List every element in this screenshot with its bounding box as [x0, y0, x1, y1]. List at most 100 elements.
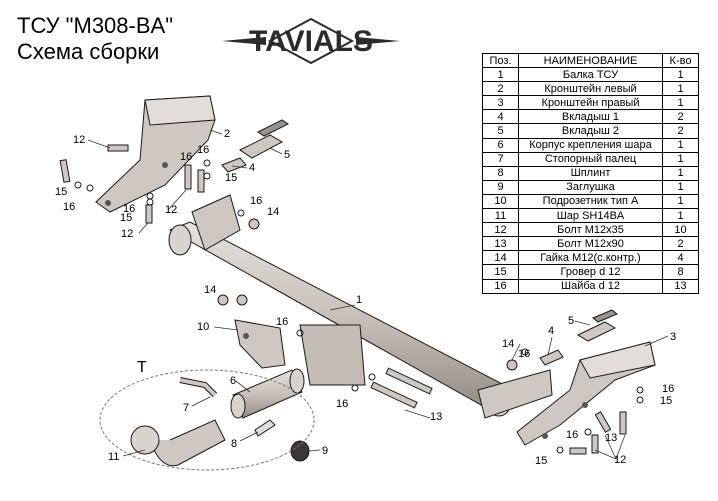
plug-part: [290, 440, 310, 462]
locking-pin-part: [179, 377, 218, 398]
callout-16e: 16: [276, 316, 288, 328]
callout-1: 1: [356, 294, 362, 306]
callout-6: 6: [230, 375, 236, 387]
table-header-row: Поз. НАИМЕНОВАНИЕ К-во: [482, 52, 699, 69]
socket-bracket-part: [234, 319, 286, 369]
cell-name: Шар SH14BA: [518, 208, 663, 224]
logo-text: TAVIALS: [249, 25, 373, 58]
cell-name: Вкладыш 2: [518, 123, 663, 139]
cell-qty: 1: [662, 67, 699, 83]
cotter-pin-part: [254, 419, 276, 437]
cell-pos: 15: [482, 264, 519, 280]
tavials-logo: TAVIALS: [222, 17, 400, 65]
callout-16i: 16: [566, 429, 578, 441]
cell-qty: 2: [662, 109, 699, 125]
cell-qty: 1: [662, 179, 699, 195]
callout-4a: 4: [249, 162, 255, 174]
cell-name: Гровер d 12: [518, 264, 663, 280]
callout-11: 11: [108, 451, 119, 463]
cell-pos: 16: [482, 278, 519, 294]
cell-pos: 3: [482, 95, 519, 111]
cell-name: Стопорный палец: [518, 151, 663, 167]
cell-qty: 1: [662, 137, 699, 153]
callout-16j: 16: [180, 151, 192, 163]
callout-13a: 13: [430, 411, 442, 423]
cell-pos: 14: [482, 250, 519, 266]
left-bracket-part: [95, 95, 216, 213]
ball-housing-part: [230, 368, 305, 419]
callout-13b: 13: [605, 432, 617, 444]
cell-name: Гайка М12(с.контр.): [518, 250, 663, 266]
callout-15c: 15: [225, 172, 237, 184]
callout-8: 8: [231, 438, 237, 450]
callout-3: 3: [670, 331, 676, 343]
cell-name: Подрозетник тип А: [518, 193, 663, 210]
cell-qty: 2: [662, 236, 699, 252]
header-qty: К-во: [662, 52, 699, 69]
t-group-outline: [99, 369, 315, 471]
callout-15a: 15: [55, 186, 67, 198]
callout-16a: 16: [63, 201, 75, 213]
cell-qty: 8: [662, 264, 699, 280]
cell-qty: 4: [662, 250, 699, 266]
cell-pos: 8: [482, 165, 519, 181]
header-pos: Поз.: [482, 52, 519, 69]
callout-16f: 16: [336, 398, 348, 410]
cell-name: Кронштейн правый: [518, 95, 663, 111]
cell-qty: 2: [662, 123, 699, 139]
insert-parts-right: [539, 309, 618, 366]
cell-pos: 10: [482, 193, 519, 210]
bolts: [59, 144, 627, 455]
cell-pos: 6: [482, 137, 519, 153]
callout-12a: 12: [73, 134, 85, 146]
t-group-label: T: [137, 359, 147, 376]
tow-ball-part: [130, 419, 226, 467]
cell-qty: 1: [662, 95, 699, 111]
callout-14a: 14: [267, 206, 279, 218]
cell-name: Корпус крепления шара: [518, 137, 663, 153]
cell-name: Болт М12х35: [518, 222, 663, 238]
callout-10: 10: [197, 321, 209, 333]
callout-15d: 15: [660, 395, 672, 407]
cell-pos: 13: [482, 236, 519, 252]
callout-12c: 12: [121, 228, 133, 240]
cell-name: Кронштейн левый: [518, 81, 663, 97]
cell-pos: 11: [482, 208, 519, 224]
cell-name: Болт М12х90: [518, 236, 663, 252]
callout-15b: 15: [120, 212, 132, 224]
cell-name: Вкладыш 1: [518, 109, 663, 125]
cell-qty: 1: [662, 193, 699, 210]
callout-4b: 4: [548, 325, 554, 337]
callout-12b: 12: [165, 204, 177, 216]
header-name: НАИМЕНОВАНИЕ: [518, 52, 663, 69]
cell-pos: 7: [482, 151, 519, 167]
nuts-and-washers: [74, 159, 644, 454]
callout-5b: 5: [568, 315, 574, 327]
callout-16h: 16: [662, 383, 674, 395]
callout-16b: 16: [123, 203, 135, 215]
callout-5a: 5: [284, 149, 290, 161]
cell-pos: 5: [482, 123, 519, 139]
page-subtitle: Схема сборки: [17, 39, 160, 64]
cell-name: Балка ТСУ: [518, 67, 663, 83]
callout-14b: 14: [204, 284, 216, 296]
cell-qty: 1: [662, 165, 699, 181]
leader-lines: [87, 129, 669, 460]
page-title: ТСУ "M308-BA": [17, 13, 174, 38]
callout-14c: 14: [502, 338, 514, 350]
callout-12d: 12: [614, 454, 626, 466]
callout-15e: 15: [535, 455, 547, 467]
